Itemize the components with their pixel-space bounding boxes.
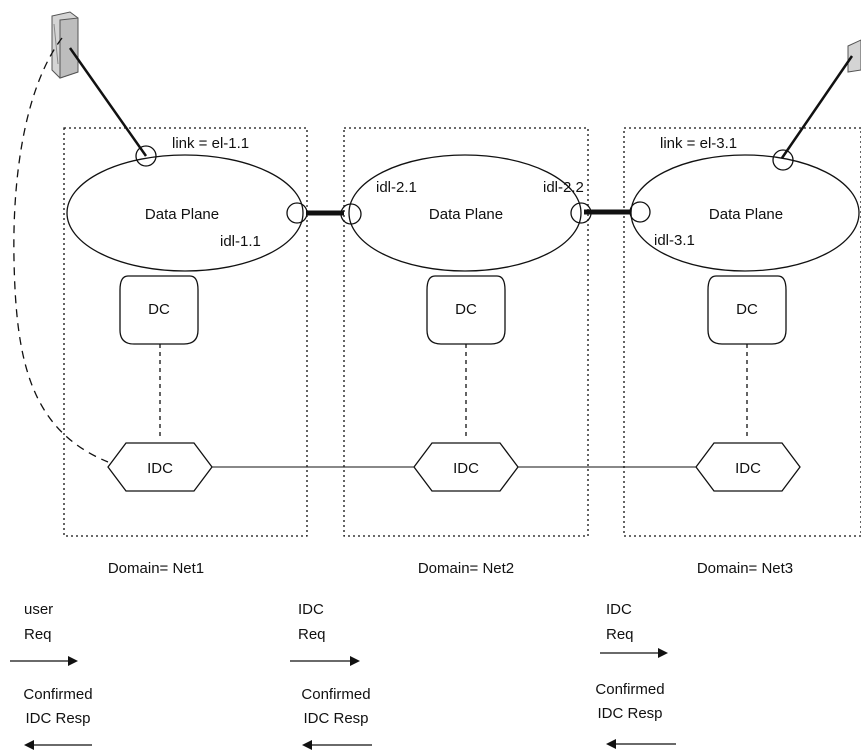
request-label: IDC <box>298 601 324 618</box>
access-link-net1 <box>68 47 148 157</box>
port-idl-2-1 <box>340 203 362 225</box>
idc-label: IDC <box>735 460 761 477</box>
response-label: Confirmed <box>595 681 664 698</box>
idc-node-net2 <box>413 442 519 492</box>
idc-label: IDC <box>453 460 479 477</box>
dc-box-net3 <box>707 275 787 345</box>
request-arrow <box>600 648 668 658</box>
data-plane-net3 <box>630 154 860 272</box>
port-label: idl-1.1 <box>220 233 261 250</box>
port-label: idl-2.1 <box>376 179 417 196</box>
data-plane-net2 <box>348 154 582 272</box>
response-label: IDC Resp <box>25 710 90 727</box>
response-arrow <box>24 740 92 750</box>
port-idl-3-1 <box>629 201 651 223</box>
data-plane-label: Data Plane <box>709 206 783 223</box>
link-label: link = el-1.1 <box>172 135 249 152</box>
idc-node-net3 <box>695 442 801 492</box>
domain-box-net2 <box>343 127 589 537</box>
dc-label: DC <box>148 301 170 318</box>
domain-label: Domain= Net3 <box>697 560 793 577</box>
domain-box-net3 <box>623 127 861 537</box>
port-idl-1-1 <box>286 202 308 224</box>
response-arrow <box>606 739 676 749</box>
port-idl-2-2 <box>570 202 592 224</box>
data-plane-net1 <box>66 154 304 272</box>
request-arrow <box>10 656 78 666</box>
domain-label: Domain= Net1 <box>108 560 204 577</box>
idc-node-net1 <box>107 442 213 492</box>
request-arrow <box>290 656 360 666</box>
link-label: link = el-3.1 <box>660 135 737 152</box>
port-label: idl-2.2 <box>543 179 584 196</box>
access-link-net3 <box>780 55 854 159</box>
server-icon <box>847 39 861 73</box>
dc-label: DC <box>455 301 477 318</box>
response-label: Confirmed <box>301 686 370 703</box>
dc-box-net1 <box>119 275 199 345</box>
domain-label: Domain= Net2 <box>418 560 514 577</box>
response-label: IDC Resp <box>303 710 368 727</box>
domain-box-net1 <box>63 127 308 537</box>
data-plane-label: Data Plane <box>145 206 219 223</box>
port-el-1-1 <box>135 145 157 167</box>
dc-label: DC <box>736 301 758 318</box>
server-icon <box>51 11 79 79</box>
user-request-path <box>13 37 109 463</box>
data-plane-label: Data Plane <box>429 206 503 223</box>
request-label: IDC <box>606 601 632 618</box>
request-label: Req <box>24 626 52 643</box>
port-label: idl-3.1 <box>654 232 695 249</box>
request-label: Req <box>606 626 634 643</box>
response-label: Confirmed <box>23 686 92 703</box>
dc-box-net2 <box>426 275 506 345</box>
request-label: user <box>24 601 53 618</box>
request-label: Req <box>298 626 326 643</box>
response-arrow <box>302 740 372 750</box>
response-label: IDC Resp <box>597 705 662 722</box>
port-el-3-1 <box>772 149 794 171</box>
idc-label: IDC <box>147 460 173 477</box>
